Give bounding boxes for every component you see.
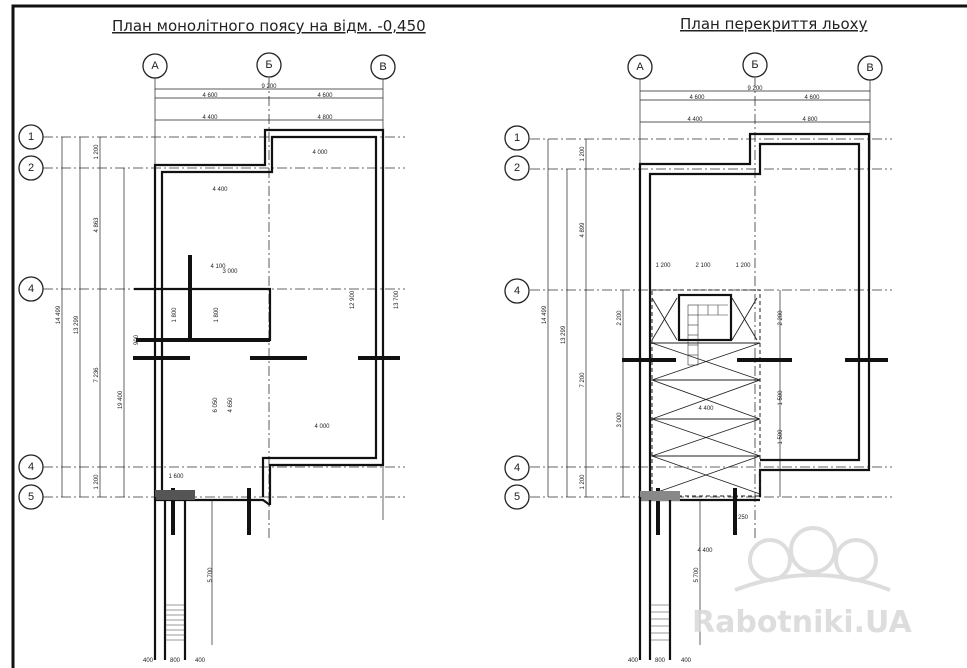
dim-label: 14 499 [56,305,62,324]
dim-label: 19 400 [118,390,124,409]
axis-label-b: Б [265,59,272,71]
stair-flight [687,304,728,366]
dim-label: 1 600 [168,474,184,480]
stair-well [677,293,733,342]
dim-label: 1 200 [94,144,100,160]
row-label-2: 2 [514,162,520,174]
slab-cross-marks [650,297,761,495]
dim-label: 9 200 [747,86,763,92]
dim-label: 5 700 [208,567,214,583]
right-row-axes: 1 2 4 4 5 [504,125,892,510]
stair-landing-hatch [640,491,680,501]
row-label-5: 5 [514,491,520,503]
right-column-axes: А Б В [627,52,883,560]
right-plan: План перекриття льоху А Б В 1 2 4 4 5 [504,15,892,664]
dim-label: 7 200 [580,372,586,388]
row-label-2: 2 [28,162,34,174]
dim-label: 1 200 [580,474,586,490]
dim-label: 4 000 [314,424,330,430]
dim-label: 2 200 [778,310,784,326]
dim-label: 4 400 [698,406,714,412]
dim-label: 13 700 [394,290,400,309]
stair-landing-hatch [155,490,195,500]
dim-label: 900 [134,334,140,345]
dim-label: 4 400 [697,548,713,554]
axis-label-v: В [866,62,873,74]
left-walls [133,128,400,660]
dim-label: 4 400 [212,187,228,193]
left-dimension-lines [61,88,383,497]
dim-label: 14 499 [542,305,548,324]
dim-label: 1 500 [778,390,784,406]
left-dimension-labels: 9 200 4 600 4 600 4 400 4 800 1 200 4 86… [56,84,400,664]
left-plan: План монолітного поясу на відм. -0,450 А… [18,17,426,664]
axis-label-v: В [379,61,386,73]
axis-label-a: А [151,60,159,72]
dim-label: 6 050 [213,397,219,413]
dim-label: 4 400 [202,115,218,121]
dim-label: 3 000 [222,269,238,275]
watermark-text: Rabotniki.UA [692,605,912,640]
dim-label: 400 [628,658,639,664]
dim-label: 3 000 [617,412,623,428]
watermark: Rabotniki.UA [692,526,912,640]
left-plan-title: План монолітного поясу на відм. -0,450 [112,17,426,35]
dim-label: 400 [143,658,154,664]
left-column-axes: А Б В [142,52,396,560]
dim-label: 1 800 [172,307,178,323]
dim-label: 4 400 [687,117,703,123]
dim-label: 400 [681,658,692,664]
dim-label: 4 800 [802,117,818,123]
axis-label-b: Б [751,59,758,71]
right-dimension-lines [547,90,870,497]
dim-label: 2 200 [617,310,623,326]
dim-label: 400 [195,658,206,664]
dim-label: 4 600 [317,93,333,99]
dim-label: 13 299 [561,325,567,344]
stair-core-outline [651,289,761,497]
row-label-1: 1 [514,132,520,144]
right-dimension-labels: 9 200 4 600 4 600 4 400 4 800 1 200 4 89… [542,86,820,664]
right-plan-title: План перекриття льоху [680,15,867,33]
sheet-frame [11,4,967,668]
dim-label: 4 600 [202,93,218,99]
row-label-1: 1 [28,131,34,143]
stair-treads [165,604,185,641]
dim-label: 4 800 [317,115,333,121]
right-walls [622,132,888,660]
row-label-4b: 4 [514,462,520,474]
row-label-4: 4 [28,283,34,295]
dim-label: 4 863 [94,217,100,233]
dim-label: 13 299 [74,315,80,334]
axis-label-a: А [636,61,644,73]
axis-bubble-a [142,53,168,79]
dim-label: 7 236 [94,367,100,383]
axis-bubble-v [370,54,396,80]
dim-label: 12 900 [350,290,356,309]
dim-label: 4 000 [312,150,328,156]
dim-label: 5 700 [694,567,700,583]
row-label-4: 4 [514,285,520,297]
dim-label: 1 500 [778,429,784,445]
axis-bubble-b [256,52,282,78]
dim-label: 1 200 [735,263,751,269]
dim-label: 4 100 [210,264,226,270]
dim-label: 4 600 [804,95,820,101]
dim-label: 250 [738,515,749,521]
dim-label: 1 200 [655,263,671,269]
row-label-4b: 4 [28,461,34,473]
row-label-5: 5 [28,491,34,503]
dim-label: 1 200 [580,146,586,162]
dim-label: 800 [655,658,666,664]
dim-label: 4 650 [228,397,234,413]
dim-label: 1 800 [214,307,220,323]
workers-helmet-icon [734,526,891,592]
dim-label: 4 600 [689,95,705,101]
dim-label: 4 899 [580,222,586,238]
dim-label: 800 [170,658,181,664]
dim-label: 1 200 [94,474,100,490]
dim-label: 2 100 [695,263,711,269]
stair-treads [650,604,670,641]
dim-label: 9 200 [261,84,277,90]
